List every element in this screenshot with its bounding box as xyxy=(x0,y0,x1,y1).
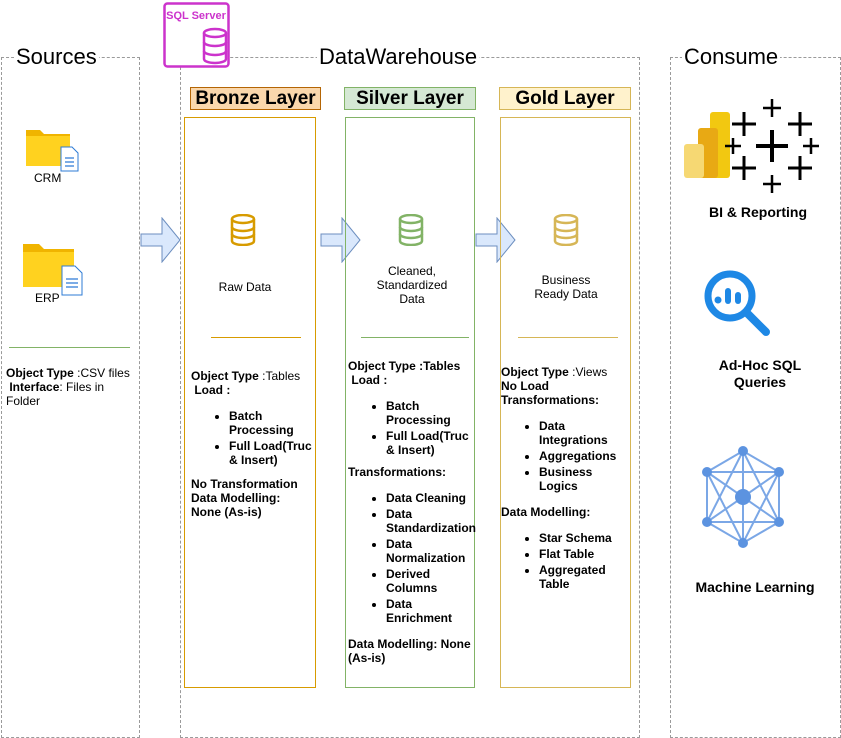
silver-description: Cleaned, Standardized Data xyxy=(376,264,448,306)
gold-details: Object Type :Views No Load Transformatio… xyxy=(501,365,629,593)
bronze-object-type-value: :Tables xyxy=(258,369,301,383)
silver-transformation-item: Data Normalization xyxy=(386,537,474,565)
bronze-layer-title: Bronze Layer xyxy=(190,87,321,110)
bronze-layer-box xyxy=(184,117,316,688)
gold-layer-box xyxy=(500,117,631,688)
erp-folder-icon xyxy=(22,240,86,298)
bronze-load-item: Batch Processing xyxy=(229,409,313,437)
gold-transformation-item: Data Integrations xyxy=(539,419,629,447)
silver-layer-title: Silver Layer xyxy=(344,87,476,110)
silver-layer-box xyxy=(345,117,475,688)
consume-title: Consume xyxy=(682,44,781,69)
silver-load-item: Full Load(Truc & Insert) xyxy=(386,429,474,457)
bronze-transformation: No Transformation xyxy=(191,477,298,491)
arrow-silver-to-gold xyxy=(475,216,517,264)
gold-transformation-item: Aggregations xyxy=(539,449,629,463)
arrow-sources-to-bronze xyxy=(140,216,182,264)
silver-transformation-item: Data Standardization xyxy=(386,507,476,535)
silver-database-icon xyxy=(398,213,424,247)
silver-load-item: Batch Processing xyxy=(386,399,474,427)
bi-reporting-label: BI & Reporting xyxy=(709,204,807,220)
silver-object-type-label: Object Type :Tables xyxy=(348,359,461,373)
silver-details: Object Type :Tables Load : Batch Process… xyxy=(348,359,476,665)
sources-title: Sources xyxy=(14,44,99,69)
sources-interface-label: Interface xyxy=(9,380,60,394)
gold-layer-title: Gold Layer xyxy=(499,87,631,110)
sql-server-label: SQL Server xyxy=(166,10,226,22)
silver-modelling: Data Modelling: None (As-is) xyxy=(348,637,471,665)
sources-object-type-value: :CSV files xyxy=(73,366,130,380)
gold-modelling-item: Flat Table xyxy=(539,547,629,561)
neural-network-icon xyxy=(700,446,786,548)
query-magnifier-icon xyxy=(700,266,772,338)
silver-transformation-item: Derived Columns xyxy=(386,567,474,595)
sources-object-type-label: Object Type xyxy=(6,366,74,380)
gold-database-icon xyxy=(553,213,579,247)
power-bi-icon xyxy=(682,110,736,180)
gold-modelling-item: Star Schema xyxy=(539,531,629,545)
silver-transformation-item: Data Enrichment xyxy=(386,597,474,625)
sources-divider xyxy=(9,347,130,348)
bronze-object-type-label: Object Type xyxy=(191,369,259,383)
gold-object-type-value: :Views xyxy=(568,365,608,379)
warehouse-title: DataWarehouse xyxy=(317,44,480,69)
sources-details: Object Type :CSV files Interface: Files … xyxy=(6,366,138,408)
gold-transformation-item: Business Logics xyxy=(539,465,629,493)
bronze-database-icon xyxy=(230,213,256,247)
gold-divider xyxy=(518,337,618,338)
bronze-load-label: Load : xyxy=(194,383,231,397)
erp-label: ERP xyxy=(35,291,60,305)
silver-load-label: Load : xyxy=(351,373,388,387)
adhoc-sql-label: Ad-Hoc SQL Queries xyxy=(718,357,802,390)
gold-object-type-label: Object Type xyxy=(501,365,569,379)
bronze-divider xyxy=(211,337,301,338)
machine-learning-label: Machine Learning xyxy=(695,579,815,595)
gold-transformations-label: Transformations: xyxy=(501,393,600,407)
arrow-bronze-to-silver xyxy=(320,216,362,264)
tableau-icon xyxy=(722,96,822,194)
gold-description: Business Ready Data xyxy=(534,273,598,301)
bronze-details: Object Type :Tables Load : Batch Process… xyxy=(191,369,313,519)
gold-load-label: No Load xyxy=(501,379,549,393)
silver-transformation-item: Data Cleaning xyxy=(386,491,474,505)
gold-modelling-label: Data Modelling: xyxy=(501,505,591,519)
silver-transformations-label: Transformations: xyxy=(348,465,447,479)
bronze-modelling: Data Modelling: None (As-is) xyxy=(191,491,281,519)
bronze-load-item: Full Load(Truc & Insert) xyxy=(229,439,313,467)
sql-server-icon: SQL Server xyxy=(163,2,231,68)
gold-modelling-item: Aggregated Table xyxy=(539,563,629,591)
crm-label: CRM xyxy=(34,171,62,185)
crm-folder-icon xyxy=(25,126,81,172)
sources-interface-value: : Files in Folder xyxy=(6,380,105,408)
bronze-description: Raw Data xyxy=(218,280,272,294)
silver-divider xyxy=(361,337,469,338)
